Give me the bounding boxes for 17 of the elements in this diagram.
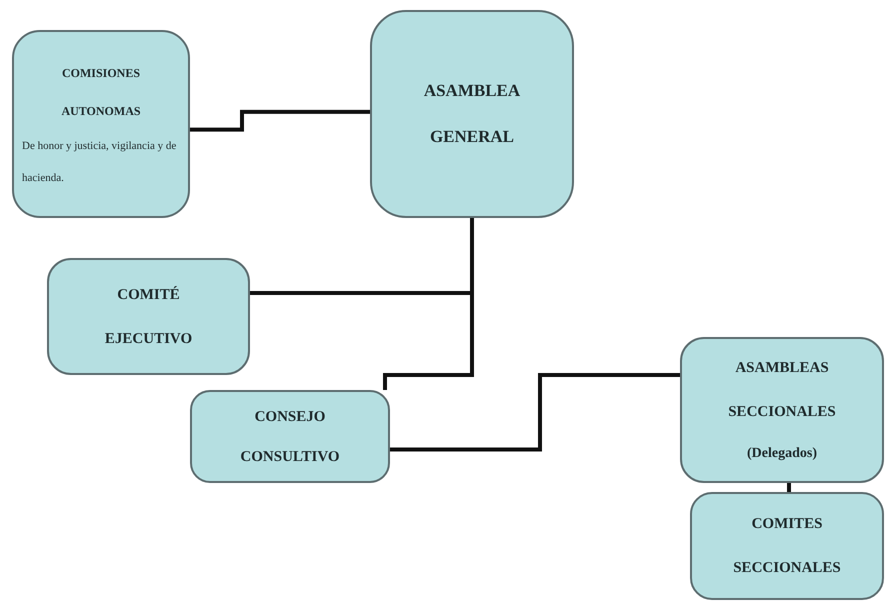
rounded-box <box>690 492 884 600</box>
box-title: ASAMBLEAS SECCIONALES <box>727 359 837 422</box>
connector-line <box>190 110 370 132</box>
rounded-box <box>680 337 884 483</box>
rounded-box <box>370 10 574 218</box>
rounded-box <box>47 258 250 375</box>
box-text: (Delegados) <box>746 445 818 463</box>
box-title: COMITES SECCIONALES <box>732 515 842 578</box>
box-title: CONSEJO CONSULTIVO <box>239 408 341 466</box>
connector-line <box>390 372 680 452</box>
box-title: COMITÉ EJECUTIVO <box>104 285 194 348</box>
box-text: De honor y justicia, vigilancia y de hacienda. <box>22 139 178 186</box>
rounded-box <box>190 390 390 483</box>
rounded-box <box>12 30 190 218</box>
box-title: ASAMBLEA GENERAL <box>422 80 522 148</box>
connector-line <box>787 483 791 492</box>
box-title: COMISIONES AUTONOMAS <box>60 65 142 120</box>
